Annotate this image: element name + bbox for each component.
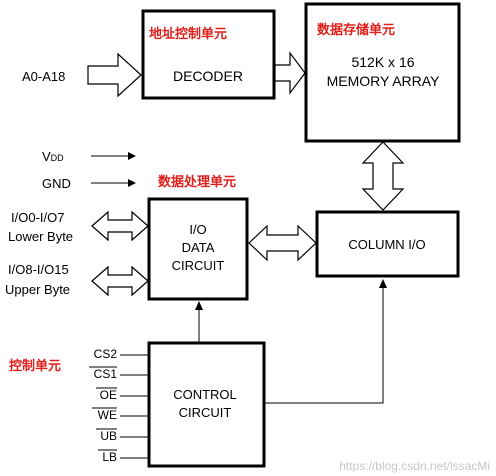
memory-array-label: MEMORY ARRAY <box>327 73 440 89</box>
lower-byte-arrow <box>91 210 149 242</box>
memory-size-label: 512K x 16 <box>351 54 414 70</box>
address-bus-arrow <box>87 52 142 98</box>
memory-column-arrow <box>361 141 405 211</box>
pin-oe-label: OE <box>100 388 117 402</box>
pin-cs1-label: CS1 <box>94 367 118 381</box>
memory-array-block <box>304 2 461 143</box>
io-column-arrow <box>248 224 317 262</box>
control-circuit-label: CIRCUIT <box>179 405 232 420</box>
cn-label-data-processing: 数据处理单元 <box>158 174 236 190</box>
io-data-circuit-block <box>147 197 249 301</box>
gnd-arrow-head <box>128 179 136 187</box>
pin-cs2-label: CS2 <box>94 347 118 361</box>
io-high-byte-label: Upper Byte <box>5 282 70 297</box>
column-io-label: COLUMN I/O <box>348 237 425 252</box>
control-pin-lines <box>120 354 149 459</box>
watermark: https://blog.csdn.net/lssacMi <box>339 459 490 473</box>
io-label: I/O <box>189 222 206 237</box>
cn-label-data-storage: 数据存储单元 <box>317 22 395 38</box>
io-high-label: I/O8-I/O15 <box>8 262 69 277</box>
column-io-block <box>315 210 460 278</box>
io-low-label: I/O0-I/O7 <box>11 210 64 225</box>
address-label: A0-A18 <box>22 69 65 84</box>
io-circuit-label: CIRCUIT <box>172 258 225 273</box>
control-to-column-arrowhead <box>379 279 387 288</box>
upper-byte-arrow <box>91 265 149 297</box>
decoder-block <box>141 9 276 100</box>
cn-label-address-control: 地址控制单元 <box>149 26 227 42</box>
io-low-byte-label: Lower Byte <box>8 229 73 244</box>
pin-ub-label: UB <box>100 429 117 443</box>
decoder-label: DECODER <box>173 68 243 84</box>
io-data-label: DATA <box>182 240 215 255</box>
pin-we-label: WE <box>98 408 117 422</box>
decoder-to-memory-arrow <box>274 51 306 95</box>
vdd-arrow-head <box>128 152 136 160</box>
gnd-label: GND <box>42 176 71 191</box>
pin-lb-label: LB <box>102 450 117 464</box>
control-circuit-block <box>147 341 266 468</box>
control-to-column-line <box>264 288 384 404</box>
cn-label-control-unit: 控制单元 <box>9 358 61 374</box>
vdd-label: VDD <box>42 149 64 164</box>
control-to-io-arrowhead <box>195 301 203 310</box>
control-label: CONTROL <box>173 387 237 402</box>
